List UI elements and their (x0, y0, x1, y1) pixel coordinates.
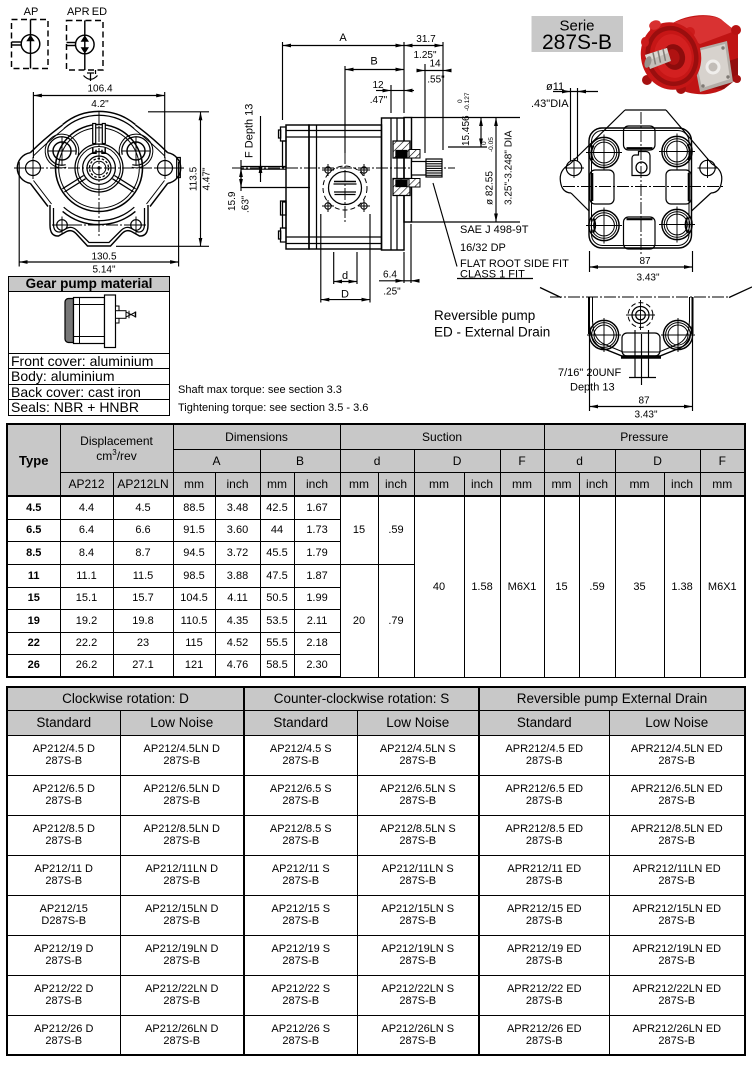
svg-text:ø 82.55: ø 82.55 (485, 171, 496, 205)
svg-text:.43"DIA: .43"DIA (531, 98, 569, 110)
svg-text:.63": .63" (241, 195, 252, 213)
svg-text:3.43": 3.43" (636, 273, 659, 284)
svg-text:ED - External Drain: ED - External Drain (434, 325, 550, 340)
svg-text:D: D (341, 289, 349, 301)
svg-text:3.43": 3.43" (634, 410, 657, 421)
svg-text:130.5: 130.5 (91, 252, 116, 263)
svg-text:-0.05: -0.05 (488, 137, 495, 152)
svg-text:3.25"-3.248" DIA: 3.25"-3.248" DIA (504, 130, 515, 205)
svg-text:1.25": 1.25" (413, 50, 436, 61)
svg-text:5.14": 5.14" (92, 265, 115, 276)
svg-text:87: 87 (638, 396, 650, 407)
svg-text:SAE J 498-9T: SAE J 498-9T (460, 224, 529, 236)
svg-text:15.9: 15.9 (227, 191, 238, 211)
svg-text:6.4: 6.4 (383, 270, 397, 281)
svg-text:15.456: 15.456 (461, 115, 472, 146)
svg-text:0: 0 (457, 99, 464, 103)
svg-text:4.2": 4.2" (91, 99, 109, 110)
svg-text:.55": .55" (427, 75, 445, 86)
svg-text:87: 87 (639, 256, 651, 267)
svg-text:Serie: Serie (559, 18, 594, 35)
svg-text:.25": .25" (383, 287, 401, 298)
svg-text:.47": .47" (370, 95, 388, 106)
svg-text:Depth 13: Depth 13 (570, 382, 615, 394)
svg-text:B: B (370, 56, 377, 68)
svg-text:-0.127: -0.127 (464, 92, 471, 111)
svg-text:113.5: 113.5 (189, 166, 200, 191)
svg-text:F Depth 13: F Depth 13 (244, 104, 256, 158)
svg-text:Reversible pump: Reversible pump (434, 308, 535, 323)
svg-text:A: A (339, 32, 347, 44)
svg-text:CLASS 1 FIT: CLASS 1 FIT (460, 269, 525, 281)
svg-text:d: d (342, 270, 348, 282)
svg-text:14: 14 (429, 59, 441, 70)
svg-text:ø11: ø11 (546, 81, 564, 93)
svg-text:0: 0 (481, 141, 488, 145)
svg-text:287S-B: 287S-B (542, 31, 612, 54)
svg-text:106.4: 106.4 (87, 84, 112, 95)
svg-text:31.7: 31.7 (416, 34, 436, 45)
svg-text:12: 12 (372, 80, 384, 91)
svg-text:FLAT ROOT SIDE FIT: FLAT ROOT SIDE FIT (460, 258, 569, 270)
svg-text:4.47": 4.47" (202, 167, 213, 190)
svg-text:16/32 DP: 16/32 DP (460, 242, 506, 254)
svg-text:7/16" 20UNF: 7/16" 20UNF (558, 367, 621, 379)
svg-text:AP: AP (24, 6, 39, 18)
svg-text:APR ED: APR ED (67, 6, 107, 18)
